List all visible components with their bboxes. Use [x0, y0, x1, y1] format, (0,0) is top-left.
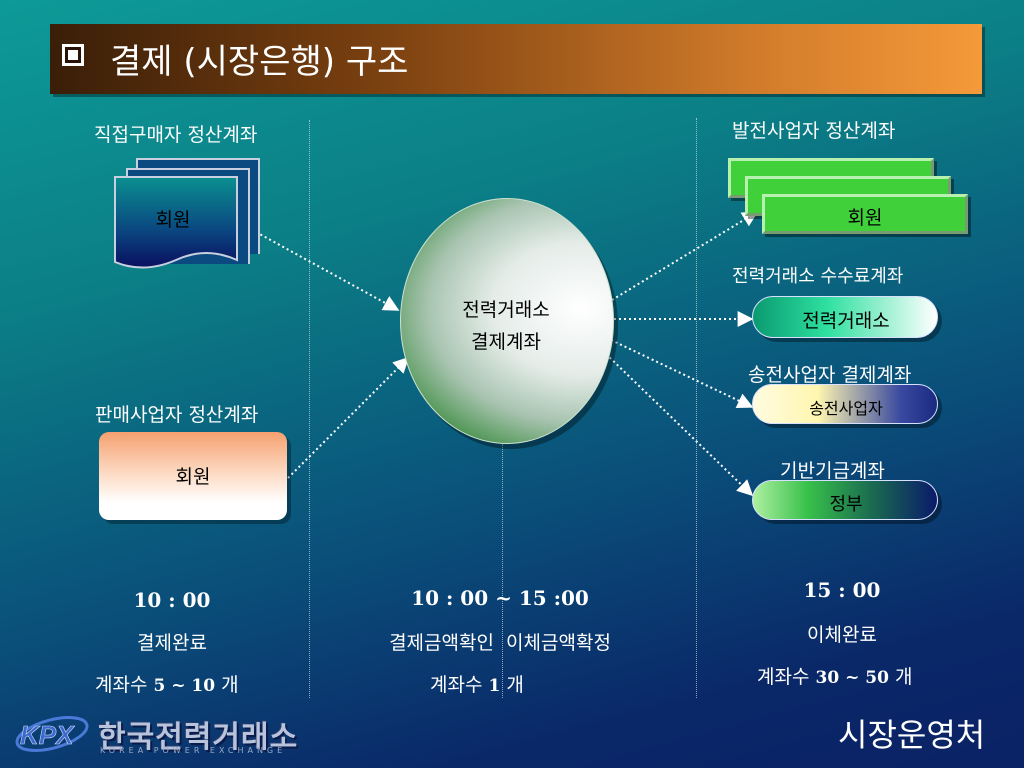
right-accounts-range: 30 ~ 50 [815, 668, 889, 688]
page-title: 결제 (시장은행) 구조 [110, 42, 409, 82]
transmission-box-text: 송전사업자 [809, 399, 883, 418]
arrow-exchange-to-fund [605, 353, 754, 497]
transmission-label: 송전사업자 결제계좌 [748, 364, 912, 386]
center-accounts-prefix: 계좌수 [430, 674, 483, 696]
arrow-exchange-to-generator [611, 211, 759, 301]
fee-label: 전력거래소 수수료계좌 [732, 266, 904, 287]
exchange-settlement-text: 전력거래소 결제계좌 [400, 294, 612, 358]
arrow-seller-to-exchange [287, 356, 410, 479]
generator-box-front: 회원 [762, 194, 968, 234]
arrow-buyer-to-exchange [255, 231, 400, 311]
center-accounts-unit: 개 [506, 674, 524, 696]
fund-box-text: 정부 [829, 494, 863, 515]
fee-box-text: 전력거래소 [802, 310, 890, 332]
fee-box: 전력거래소 [752, 296, 938, 338]
left-accounts-range: 5 ~ 10 [153, 676, 216, 696]
title-bar [50, 24, 982, 94]
generator-box-text: 회원 [847, 207, 883, 229]
doc-front [114, 176, 238, 269]
seller-label: 판매사업자 정산계좌 [95, 404, 259, 426]
divider-left [309, 120, 310, 698]
exchange-settlement-ellipse [400, 198, 614, 444]
left-time: 10 : 00 [133, 588, 211, 612]
divider-right [696, 118, 697, 698]
transmission-box: 송전사업자 [752, 384, 938, 424]
center-time: 10 : 00 ~ 15 :00 [411, 586, 589, 610]
center-status: 결제금액확인 이체금액확정 [389, 632, 611, 654]
direct-buyer-box-text: 회원 [155, 209, 191, 231]
org-name: 한국전력거래소 [98, 720, 299, 755]
fund-label: 기반기금계좌 [780, 460, 885, 482]
right-accounts-prefix: 계좌수 [757, 666, 810, 688]
ellipse-line-2: 결제계좌 [471, 331, 541, 353]
title-bullet-icon [62, 44, 84, 66]
seller-box-text: 회원 [175, 466, 211, 488]
direct-buyer-label: 직접구매자 정산계좌 [94, 124, 258, 146]
right-accounts: 계좌수 30 ~ 50 개 [757, 662, 912, 689]
kpx-logo-text: KPX [20, 720, 75, 750]
right-accounts-unit: 개 [894, 666, 913, 688]
org-name-en: KOREA POWER EXCHANGE [100, 746, 287, 755]
arrow-exchange-to-transmission [610, 339, 754, 409]
center-accounts: 계좌수 1 개 [430, 670, 524, 697]
divider-center [502, 444, 503, 698]
center-accounts-range: 1 [488, 676, 501, 696]
left-accounts: 계좌수 5 ~ 10 개 [95, 670, 239, 697]
kpx-logo-icon: KPX [15, 716, 89, 752]
left-status: 결제완료 [137, 632, 207, 654]
right-status: 이체완료 [807, 624, 877, 646]
generator-label: 발전사업자 정산계좌 [732, 120, 896, 142]
left-accounts-unit: 개 [221, 674, 239, 696]
ellipse-line-1: 전력거래소 [462, 299, 550, 321]
right-time: 15 : 00 [803, 578, 881, 602]
department-name: 시장운영처 [838, 716, 986, 754]
left-accounts-prefix: 계좌수 [95, 674, 148, 696]
fund-box: 정부 [752, 480, 938, 520]
seller-box: 회원 [99, 432, 287, 520]
